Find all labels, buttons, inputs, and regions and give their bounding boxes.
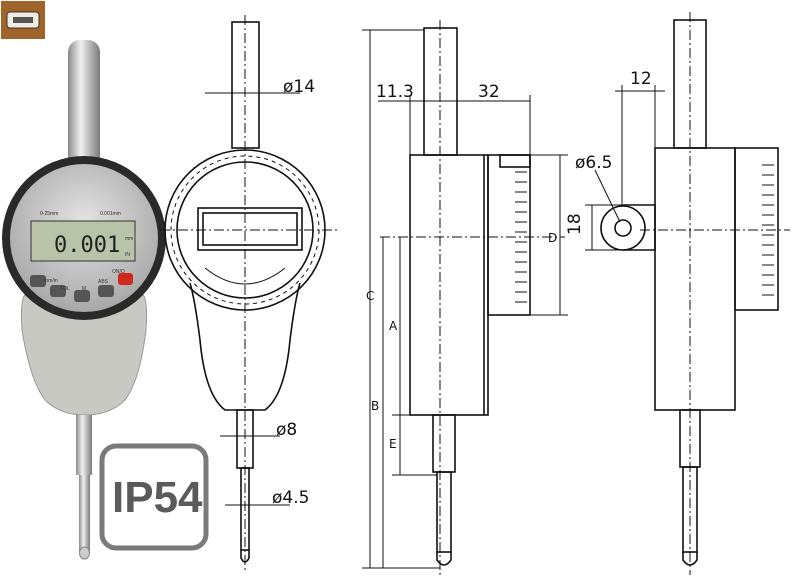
dim-label-c: C — [366, 289, 374, 303]
dim-label-b: B — [371, 399, 379, 413]
dim-label-d: D — [548, 231, 557, 245]
dim-lug-height: 18 — [565, 213, 585, 235]
dim-offset: 11.3 — [376, 82, 414, 102]
ip54-badge: IP54 — [99, 443, 209, 551]
ip54-text: IP54 — [112, 473, 203, 522]
lcd-unit: mm — [125, 236, 133, 242]
dim-lug-hole: ø6.5 — [575, 153, 612, 173]
range-label: 0-25mm — [40, 211, 58, 217]
button-label-on: ON/O — [112, 269, 125, 275]
side-view: C B A E 11.3 32 D — [362, 20, 568, 575]
back-view — [640, 12, 790, 575]
button-label-abs: ABS — [98, 279, 109, 285]
dim-depth: 32 — [478, 82, 500, 102]
dim-tip-diameter: ø4.5 — [272, 488, 309, 508]
mounting-lug: 18 ø6.5 12 — [565, 69, 665, 251]
button-label-tol: TOL — [60, 286, 70, 292]
dim-lug-offset: 12 — [630, 69, 652, 89]
lcd-value: 0.001 — [54, 233, 120, 258]
resolution-label: 0.001mm — [100, 211, 121, 217]
dim-stem-diameter: ø14 — [283, 77, 315, 97]
front-view: ø14 ø8 ø4.5 — [160, 15, 340, 570]
product-photo: 0.001 mm IN 0-25mm 0.001mm mm/in TOL M A… — [2, 40, 166, 560]
lcd-sub: IN — [125, 252, 130, 258]
dim-spindle-diameter: ø8 — [276, 420, 297, 440]
usb-port-icon — [1, 1, 45, 39]
button-label-mm-in: mm/in — [44, 278, 58, 284]
button-label-m: M — [82, 286, 86, 292]
dim-label-e: E — [389, 437, 397, 451]
dim-label-a: A — [389, 319, 398, 333]
